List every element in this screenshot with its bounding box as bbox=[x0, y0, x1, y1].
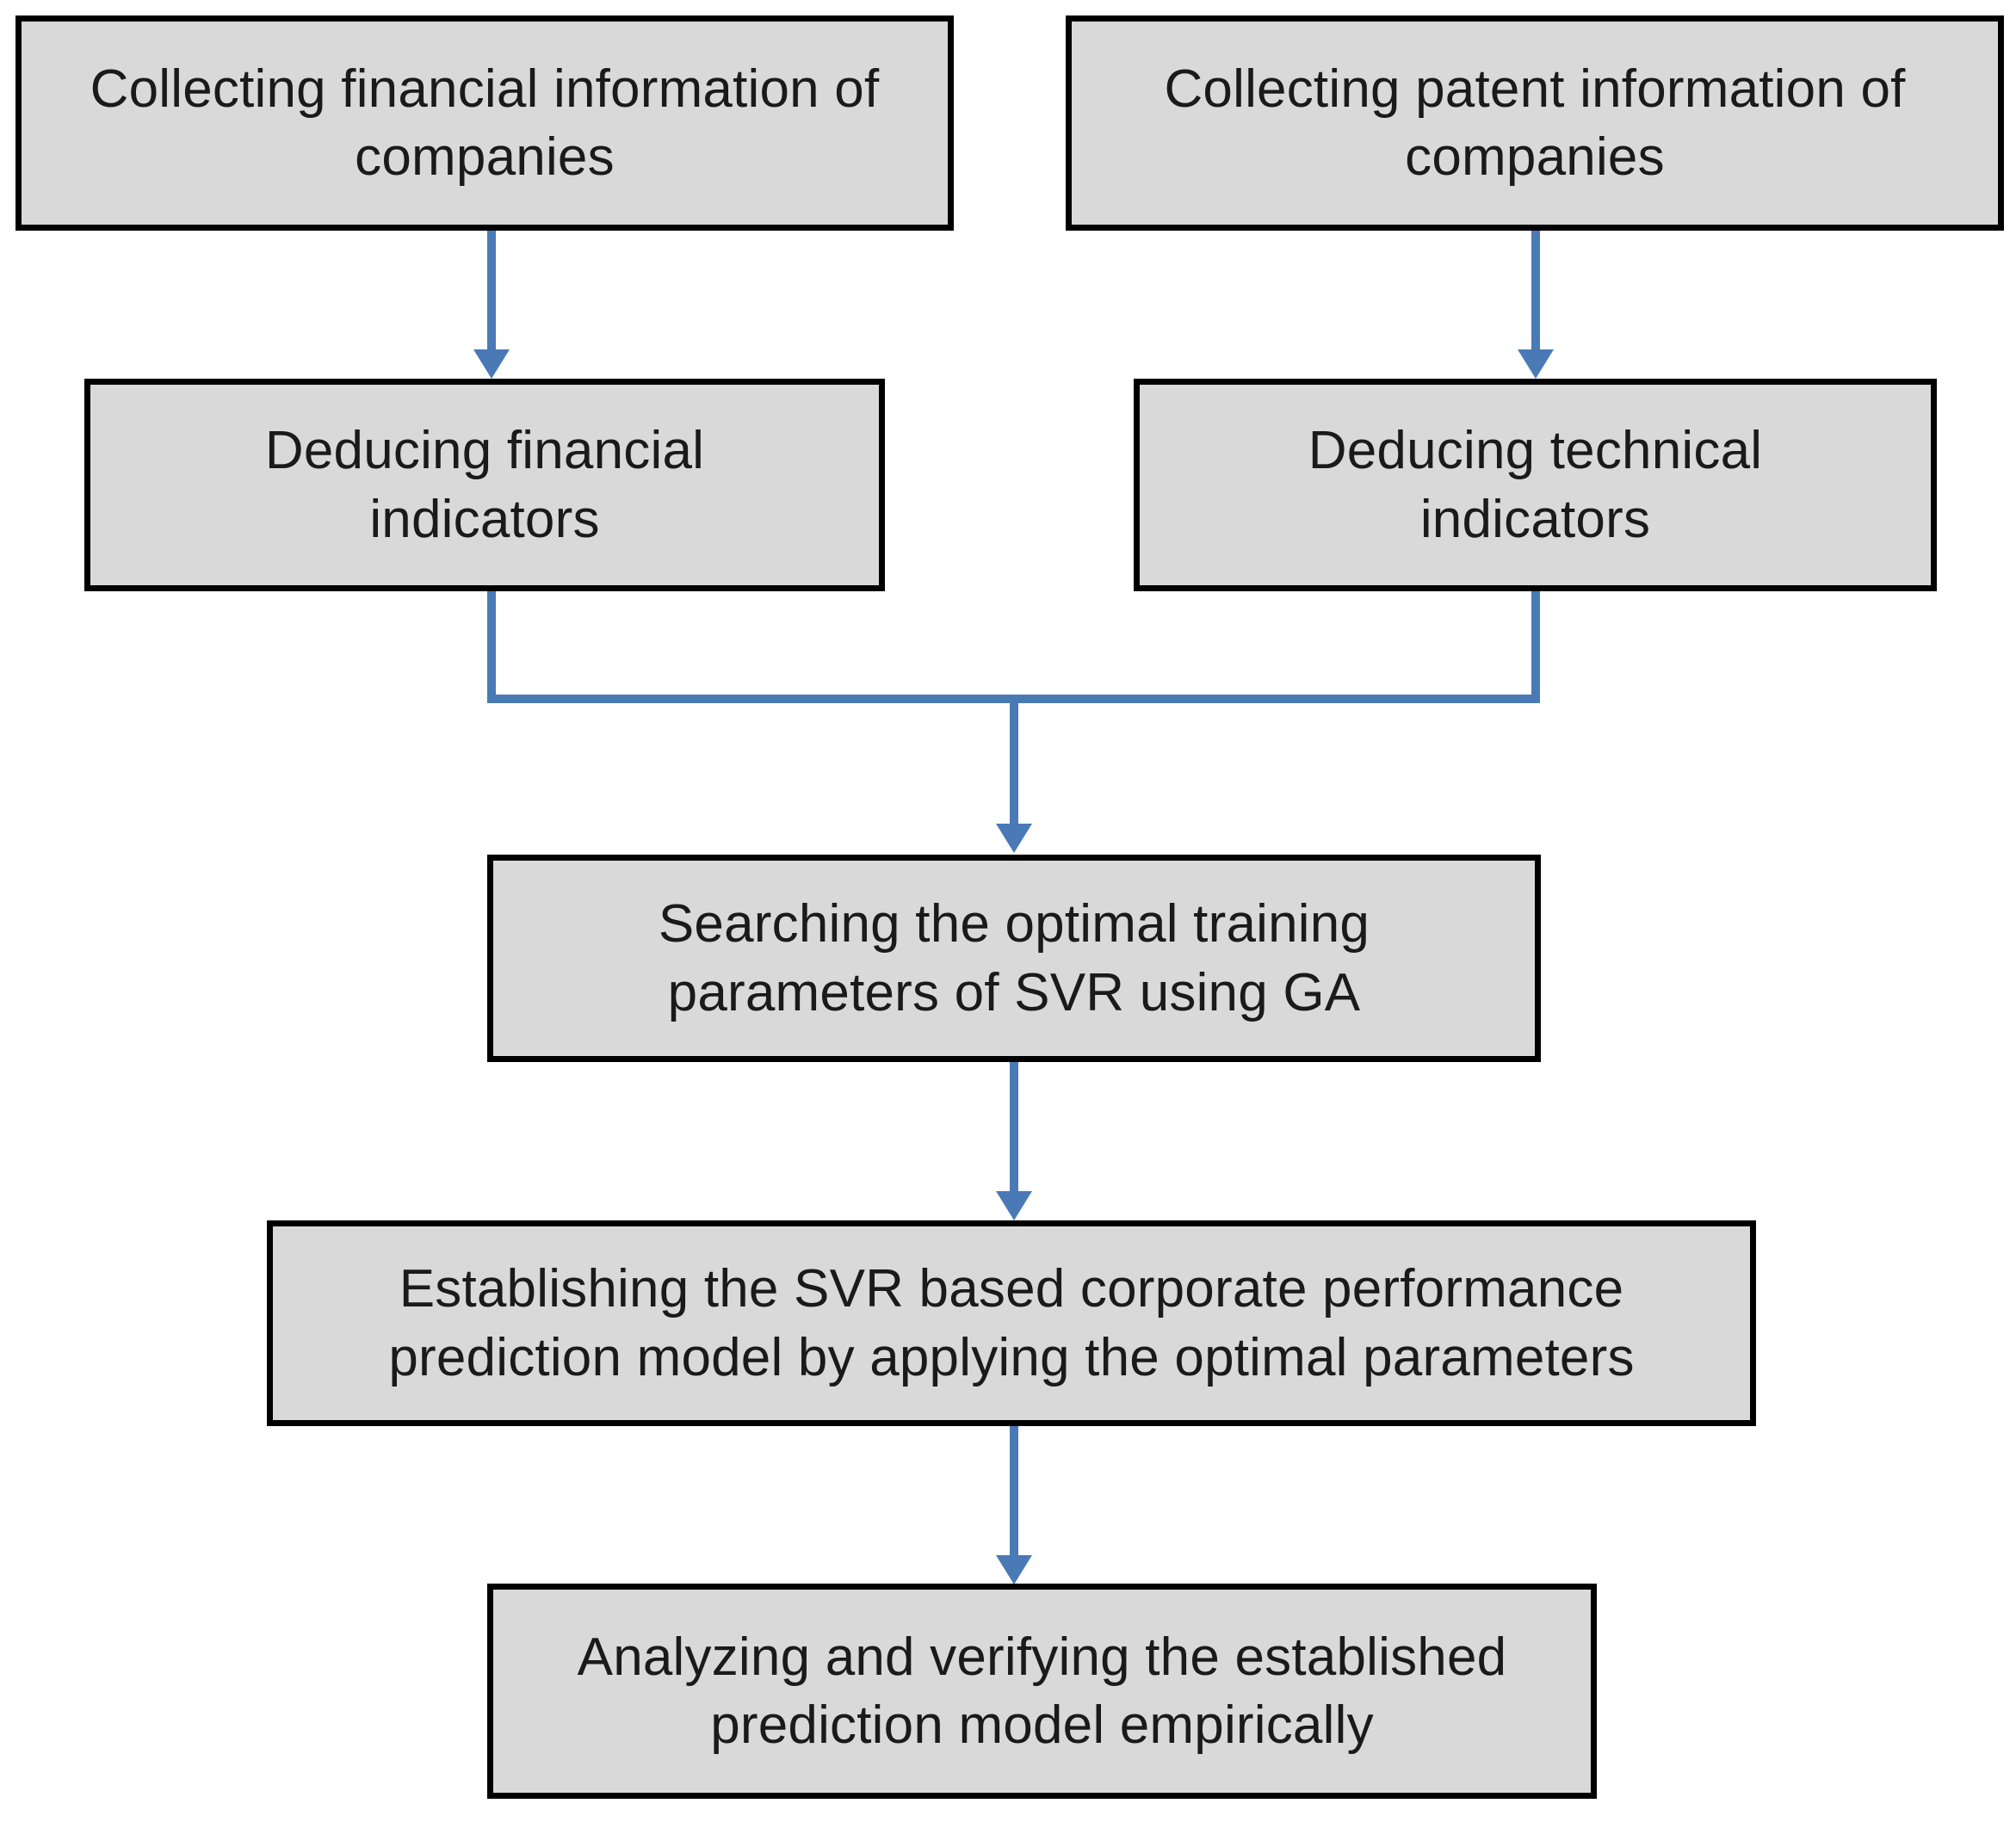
node-deducing-financial-indicators-label: Deducing financial indicators bbox=[264, 421, 705, 549]
node-searching-optimal-training-parameters-label: Searching the optimal training parameter… bbox=[658, 894, 1370, 1022]
connector-search-ga-to-establish-model-arrowhead bbox=[996, 1191, 1032, 1220]
connector-collect-financial-to-deduce-financial-arrowhead bbox=[473, 349, 510, 379]
connector-search-ga-to-establish-model-line bbox=[1010, 1062, 1018, 1191]
connector-merge-to-search-ga-line bbox=[1010, 695, 1018, 824]
connector-collect-patent-to-deduce-technical-arrowhead bbox=[1518, 349, 1554, 379]
node-deducing-technical-indicators[interactable]: Deducing technical indicators bbox=[1134, 379, 1937, 591]
node-collecting-patent-information-label: Collecting patent information of compani… bbox=[1164, 59, 1906, 187]
connector-establish-model-to-analyze-verify-arrowhead bbox=[996, 1555, 1032, 1584]
node-establishing-prediction-model[interactable]: Establishing the SVR based corporate per… bbox=[267, 1220, 1756, 1426]
connector-establish-model-to-analyze-verify-line bbox=[1010, 1426, 1018, 1555]
node-analyzing-verifying-prediction-model-label: Analyzing and verifying the established … bbox=[577, 1627, 1507, 1755]
node-analyzing-verifying-prediction-model[interactable]: Analyzing and verifying the established … bbox=[487, 1584, 1597, 1799]
node-establishing-prediction-model-label: Establishing the SVR based corporate per… bbox=[388, 1259, 1635, 1387]
node-deducing-financial-indicators[interactable]: Deducing financial indicators bbox=[84, 379, 885, 591]
connector-collect-patent-to-deduce-technical-line bbox=[1531, 231, 1540, 349]
connector-collect-financial-to-deduce-financial-line bbox=[487, 231, 496, 349]
node-deducing-technical-indicators-label: Deducing technical indicators bbox=[1308, 421, 1763, 549]
connector-merge-to-search-ga-arrowhead bbox=[996, 824, 1032, 853]
connector-deduce-technical-to-merge-vertical bbox=[1531, 591, 1540, 703]
node-collecting-patent-information[interactable]: Collecting patent information of compani… bbox=[1066, 15, 2004, 231]
connector-deduce-financial-to-merge-vertical bbox=[487, 591, 496, 703]
node-collecting-financial-information[interactable]: Collecting financial information of comp… bbox=[15, 15, 954, 231]
node-collecting-financial-information-label: Collecting financial information of comp… bbox=[90, 59, 880, 187]
node-searching-optimal-training-parameters[interactable]: Searching the optimal training parameter… bbox=[487, 855, 1541, 1062]
